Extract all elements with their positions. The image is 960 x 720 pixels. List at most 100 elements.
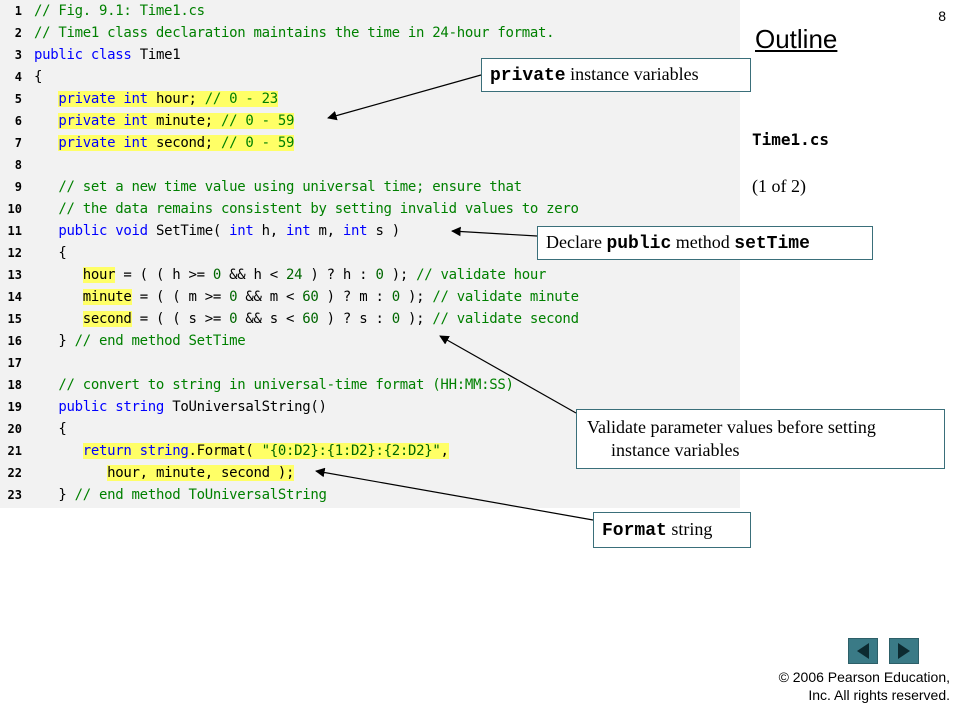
code-token: minute; <box>155 113 221 129</box>
line-number: 12 <box>7 246 22 260</box>
code-token: // 0 - 59 <box>220 135 295 151</box>
line-number: 23 <box>7 488 22 502</box>
line-number: 19 <box>7 400 22 414</box>
code-line: 1 // Fig. 9.1: Time1.cs <box>0 0 740 22</box>
code-token: 60 <box>302 289 319 305</box>
code-token: ) ? h : <box>302 267 376 283</box>
code-text: // convert to string in universal-time f… <box>34 374 514 396</box>
code-text: // the data remains consistent by settin… <box>34 198 579 220</box>
code-token <box>34 267 83 283</box>
code-token: hour <box>82 267 116 283</box>
code-token: 0 <box>229 311 238 327</box>
code-token: ); <box>399 311 433 327</box>
line-number: 15 <box>7 312 22 326</box>
code-token: // end method ToUniversalString <box>74 487 327 503</box>
code-token: // the data remains consistent by settin… <box>34 201 579 217</box>
code-token: 0 <box>375 267 384 283</box>
outline-title[interactable]: Outline <box>755 24 838 54</box>
code-token: private int <box>58 91 156 107</box>
back-button[interactable] <box>848 638 878 664</box>
callout-private-keyword: private <box>490 66 566 86</box>
code-line: 20 { <box>0 418 740 440</box>
code-token: return string <box>82 443 189 459</box>
callout-declare-method: Declare public method setTime <box>537 226 873 260</box>
code-token: private int <box>58 113 156 129</box>
code-token: 0 <box>229 289 238 305</box>
line-number: 13 <box>7 268 22 282</box>
code-token <box>34 91 58 107</box>
callout-format-string: Format string <box>593 512 751 548</box>
line-number: 2 <box>14 26 22 40</box>
code-text: // Fig. 9.1: Time1.cs <box>34 0 205 22</box>
code-token <box>34 443 83 459</box>
forward-button[interactable] <box>889 638 919 664</box>
code-token: ToUniversalString() <box>172 399 327 415</box>
code-token: && h < <box>220 267 287 283</box>
callout-validate-line1: Validate parameter values before setting <box>587 417 876 437</box>
code-token: // validate second <box>432 311 579 327</box>
code-line: 4{ <box>0 66 740 88</box>
code-token: // 0 - 59 <box>220 113 295 129</box>
code-token: hour; <box>155 91 205 107</box>
callout-validate: Validate parameter values before setting… <box>576 409 945 469</box>
code-token: = ( ( s >= <box>131 311 230 327</box>
code-token <box>34 135 58 151</box>
code-line: 11 public void SetTime( int h, int m, in… <box>0 220 740 242</box>
code-text: private int hour; // 0 - 23 <box>34 88 278 110</box>
code-token: { <box>34 245 67 261</box>
code-token: // Time1 class declaration maintains the… <box>34 25 555 41</box>
line-number: 16 <box>7 334 22 348</box>
code-line: 18 // convert to string in universal-tim… <box>0 374 740 396</box>
line-number: 18 <box>7 378 22 392</box>
line-number: 5 <box>14 92 22 106</box>
code-text: hour = ( ( h >= 0 && h < 24 ) ? h : 0 );… <box>34 264 546 286</box>
code-text: public class Time1 <box>34 44 181 66</box>
code-text: second = ( ( s >= 0 && s < 60 ) ? s : 0 … <box>34 308 579 330</box>
back-icon <box>857 643 869 659</box>
line-number: 17 <box>7 356 22 370</box>
code-line: 14 minute = ( ( m >= 0 && m < 60 ) ? m :… <box>0 286 740 308</box>
code-token: // Fig. 9.1: Time1.cs <box>34 3 205 19</box>
code-line: 10 // the data remains consistent by set… <box>0 198 740 220</box>
code-token: SetTime( <box>155 223 230 239</box>
line-number: 9 <box>14 180 22 194</box>
code-text: public string ToUniversalString() <box>34 396 327 418</box>
callout-private-text: instance variables <box>565 64 699 84</box>
callout-private-vars: private instance variables <box>481 58 751 92</box>
code-line: 8 <box>0 154 740 176</box>
code-text: { <box>34 66 42 88</box>
code-token <box>34 311 83 327</box>
slide-number: 8 <box>938 8 946 24</box>
code-text: private int minute; // 0 - 59 <box>34 110 294 132</box>
code-token: second; <box>155 135 221 151</box>
code-text: minute = ( ( m >= 0 && m < 60 ) ? m : 0 … <box>34 286 579 308</box>
copyright-line1: © 2006 Pearson Education, <box>778 669 950 685</box>
code-token: ); <box>383 267 417 283</box>
callout-declare-settime: setTime <box>734 234 810 254</box>
line-number: 1 <box>14 4 22 18</box>
copyright: © 2006 Pearson Education, Inc. All right… <box>779 668 950 704</box>
code-text: public void SetTime( int h, int m, int s… <box>34 220 400 242</box>
code-line: 7 private int second; // 0 - 59 <box>0 132 740 154</box>
code-token: int <box>286 223 319 239</box>
code-token: 0 <box>391 311 400 327</box>
code-token: h, <box>261 223 287 239</box>
file-name: Time1.cs <box>752 130 830 149</box>
code-token <box>34 223 58 239</box>
code-line: 5 private int hour; // 0 - 23 <box>0 88 740 110</box>
code-token: = ( ( h >= <box>115 267 213 283</box>
code-line: 15 second = ( ( s >= 0 && s < 60 ) ? s :… <box>0 308 740 330</box>
code-token: 24 <box>286 267 303 283</box>
code-text: // set a new time value using universal … <box>34 176 522 198</box>
code-token: minute <box>82 289 132 305</box>
line-number: 20 <box>7 422 22 436</box>
code-token: // end method SetTime <box>74 333 246 349</box>
line-number: 4 <box>14 70 22 84</box>
code-token: 0 <box>212 267 221 283</box>
code-token: ) ? s : <box>318 311 392 327</box>
code-token <box>34 289 83 305</box>
callout-declare-mid: method <box>671 232 735 252</box>
code-token: public string <box>58 399 173 415</box>
code-text: } // end method SetTime <box>34 330 245 352</box>
